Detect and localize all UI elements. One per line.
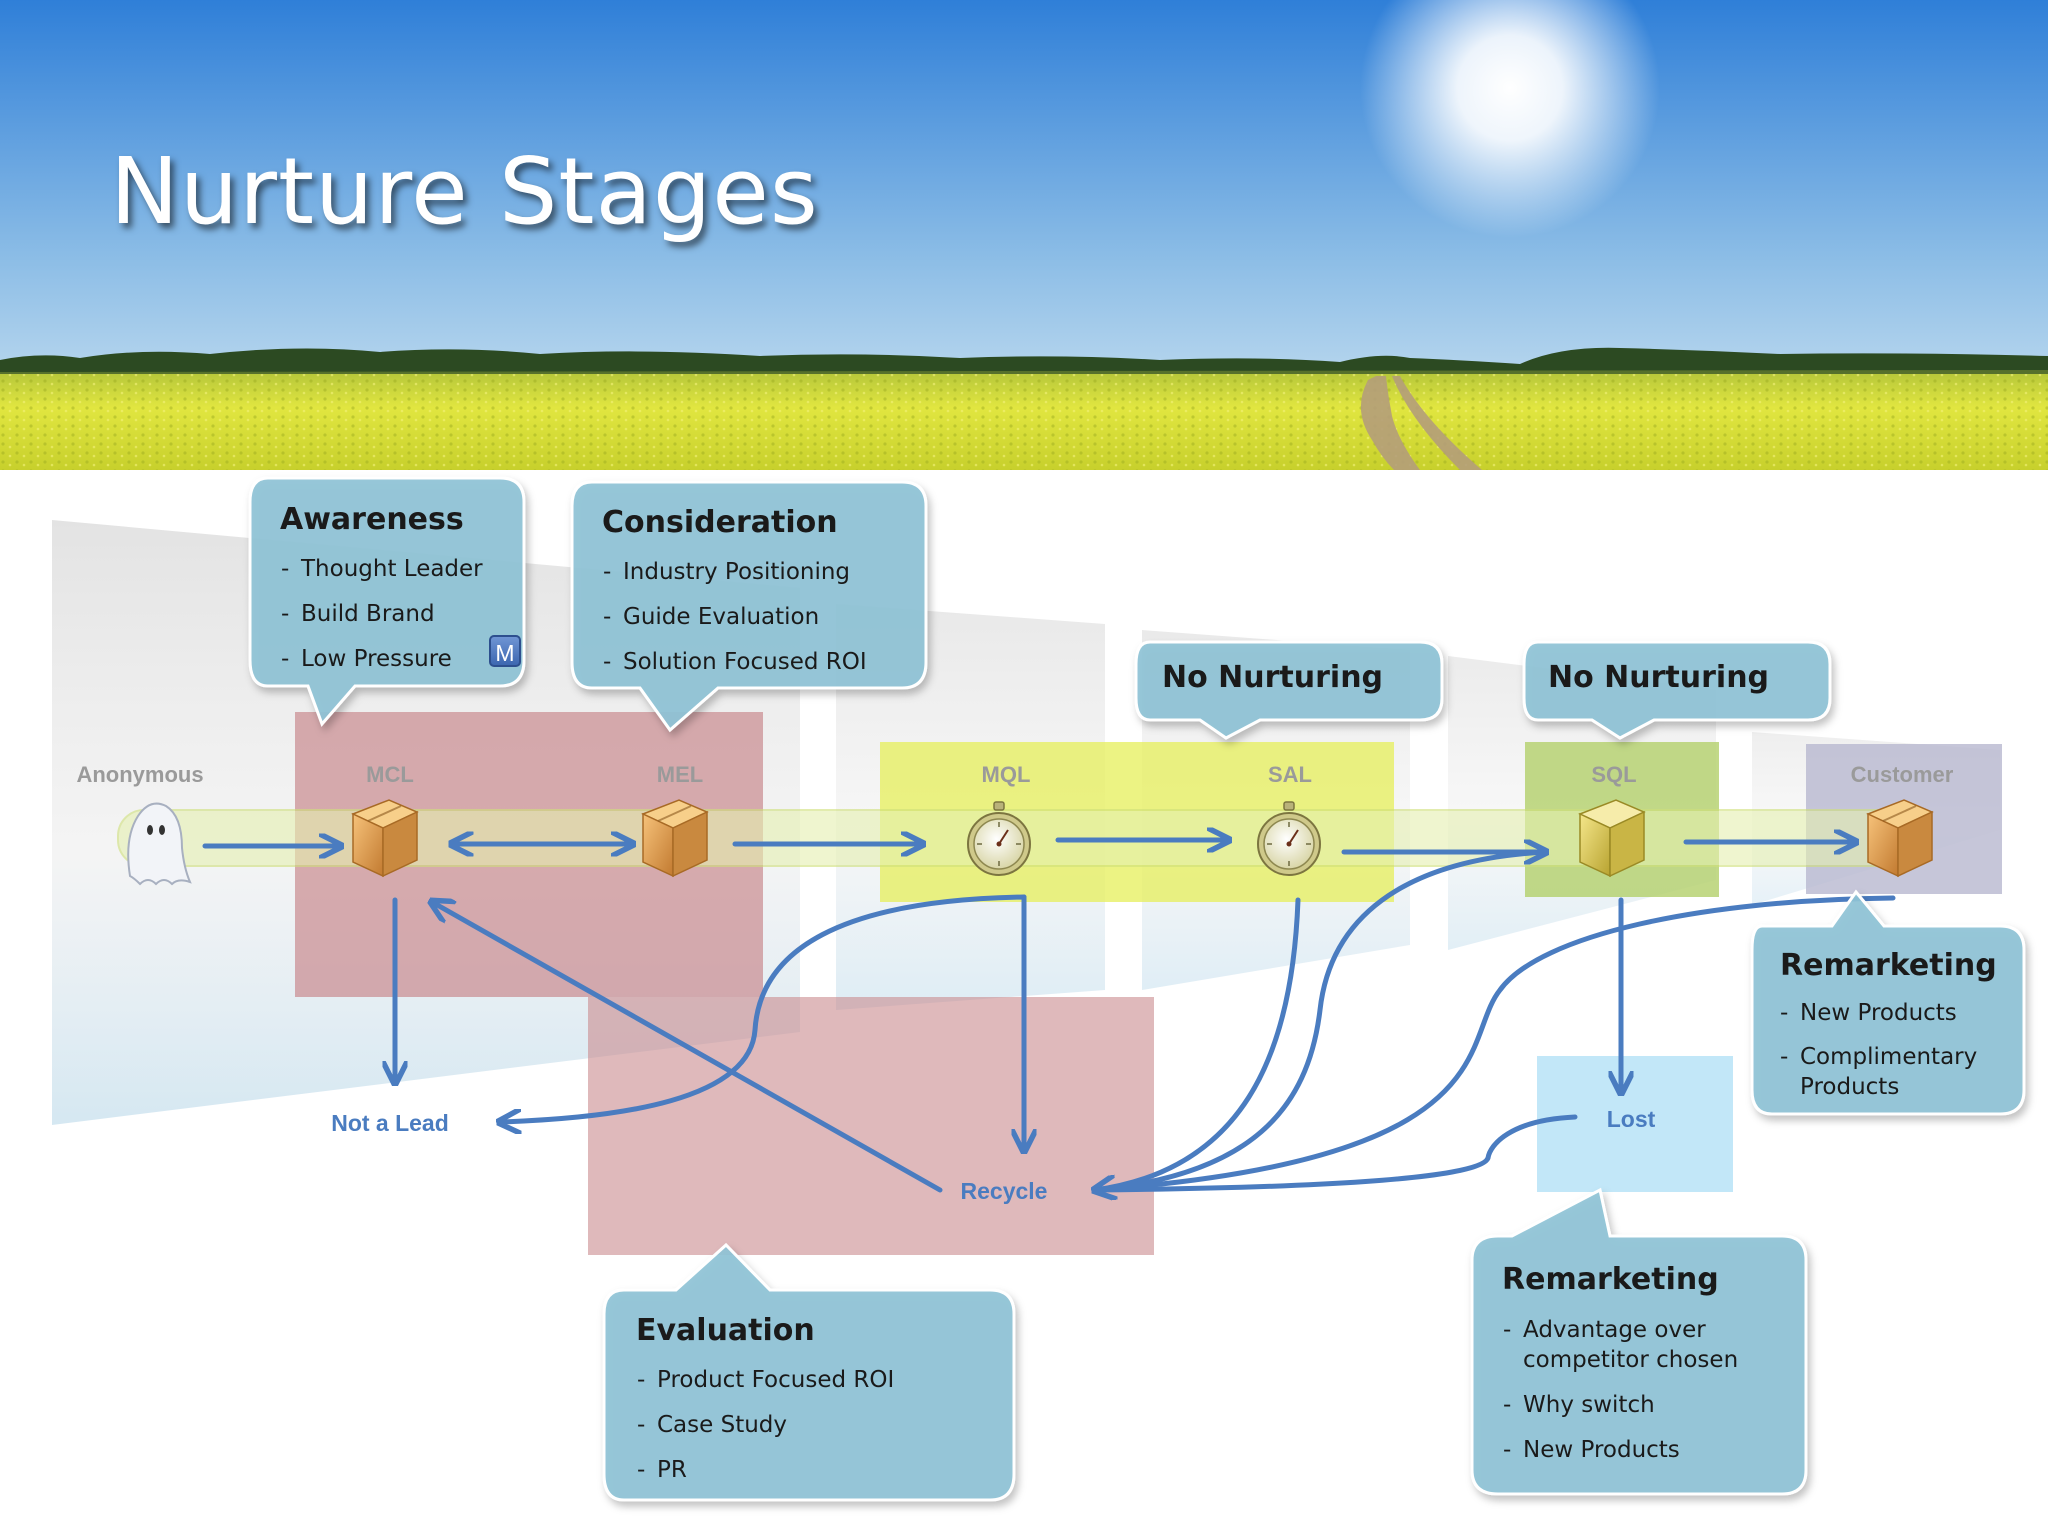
stage-label-sal: SAL	[1268, 762, 1312, 787]
box-icon	[352, 799, 418, 877]
remarketing-lost-list: Advantage over competitor chosen Why swi…	[1503, 1315, 1738, 1480]
remarketing-lost-title: Remarketing	[1502, 1262, 1719, 1297]
box-icon	[1579, 799, 1645, 877]
stage-label-customer: Customer	[1850, 762, 1954, 787]
stage-label-sql: SQL	[1591, 762, 1637, 787]
ghost-icon	[127, 802, 192, 886]
lost-zone	[1537, 1056, 1733, 1192]
list-item: Complimentary	[1780, 1042, 1977, 1072]
stage-label-mel: MEL	[656, 762, 704, 787]
no-nurturing-sql-callout	[1522, 640, 1832, 740]
list-item: New Products	[1503, 1435, 1738, 1465]
list-item: Thought Leader	[281, 554, 483, 584]
evaluation-list: Product Focused ROI Case Study PR	[637, 1365, 894, 1500]
list-item: Low Pressure	[281, 644, 483, 674]
remarketing-customer-title: Remarketing	[1780, 948, 1997, 983]
list-item: Solution Focused ROI	[603, 647, 867, 677]
list-item: Advantage over	[1503, 1315, 1738, 1345]
no-nurturing-sql-title: No Nurturing	[1548, 660, 1770, 695]
list-item: competitor chosen	[1523, 1347, 1739, 1373]
m-badge-icon: M	[489, 635, 521, 667]
no-nurturing-sal-title: No Nurturing	[1162, 660, 1384, 695]
awareness-title: Awareness	[280, 502, 464, 537]
list-item: Case Study	[637, 1410, 894, 1440]
list-item: New Products	[1780, 998, 1977, 1028]
list-item: Why switch	[1503, 1390, 1738, 1420]
list-item: Guide Evaluation	[603, 602, 867, 632]
no-nurturing-sal-callout	[1134, 640, 1444, 740]
recycle-label: Recycle	[960, 1178, 1048, 1204]
list-item: PR	[637, 1455, 894, 1485]
list-item: Product Focused ROI	[637, 1365, 894, 1395]
consideration-list: Industry Positioning Guide Evaluation So…	[603, 557, 867, 692]
evaluation-zone	[588, 997, 1154, 1255]
awareness-list: Thought Leader Build Brand Low Pressure	[281, 554, 483, 689]
list-item: Products	[1800, 1074, 1900, 1100]
stage-label-anonymous: Anonymous	[76, 762, 204, 787]
lost-label: Lost	[1606, 1106, 1656, 1132]
list-item: Build Brand	[281, 599, 483, 629]
remarketing-customer-list: New Products Complimentary Products	[1780, 998, 1977, 1102]
not-a-lead-label: Not a Lead	[331, 1110, 449, 1136]
list-item: Industry Positioning	[603, 557, 867, 587]
box-icon	[642, 799, 708, 877]
evaluation-title: Evaluation	[636, 1313, 815, 1348]
stage-label-mcl: MCL	[366, 762, 414, 787]
box-icon	[1867, 799, 1933, 877]
flow-arrows	[202, 840, 1896, 1190]
slide-title: Nurture Stages	[110, 138, 819, 245]
consideration-title: Consideration	[602, 505, 838, 540]
banner-landscape	[0, 0, 2048, 470]
stage-label-mql: MQL	[981, 762, 1031, 787]
